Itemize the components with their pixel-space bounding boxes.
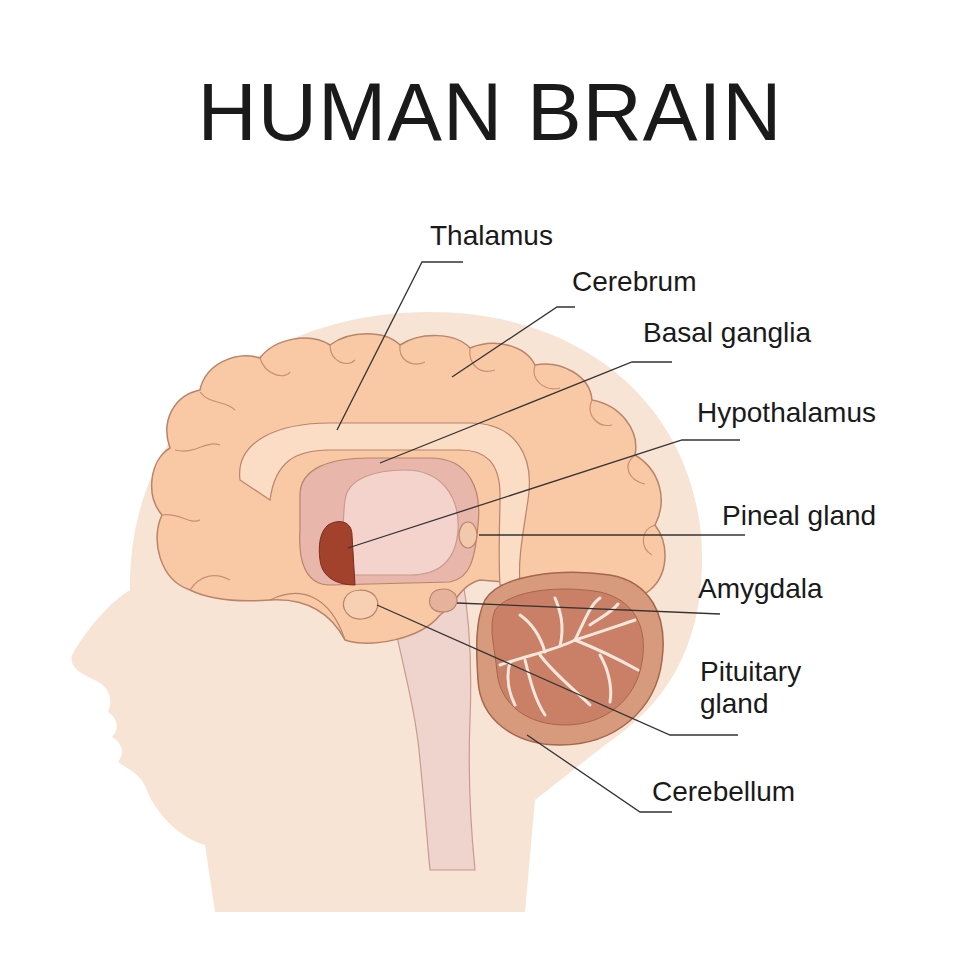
part-label: Cerebrum [572,266,696,298]
part-label: Hypothalamus [697,397,876,429]
temporal-line [270,593,345,640]
part-label: Pituitary gland [700,656,850,720]
pineal-gland [459,522,477,548]
amygdala [430,589,457,612]
part-label: Amygdala [698,573,823,605]
hypothalamus [319,522,355,585]
arbor-vitae [500,598,638,715]
part-label: Basal ganglia [643,317,811,349]
thalamus [343,470,458,575]
diagram-title: HUMAN BRAIN [0,62,980,162]
pituitary-gland [344,590,378,619]
part-label: Pineal gland [722,500,876,532]
basal-ganglia [300,458,479,585]
part-label: Cerebellum [652,776,795,808]
part-label: Thalamus [430,220,553,252]
head-silhouette [71,312,702,912]
